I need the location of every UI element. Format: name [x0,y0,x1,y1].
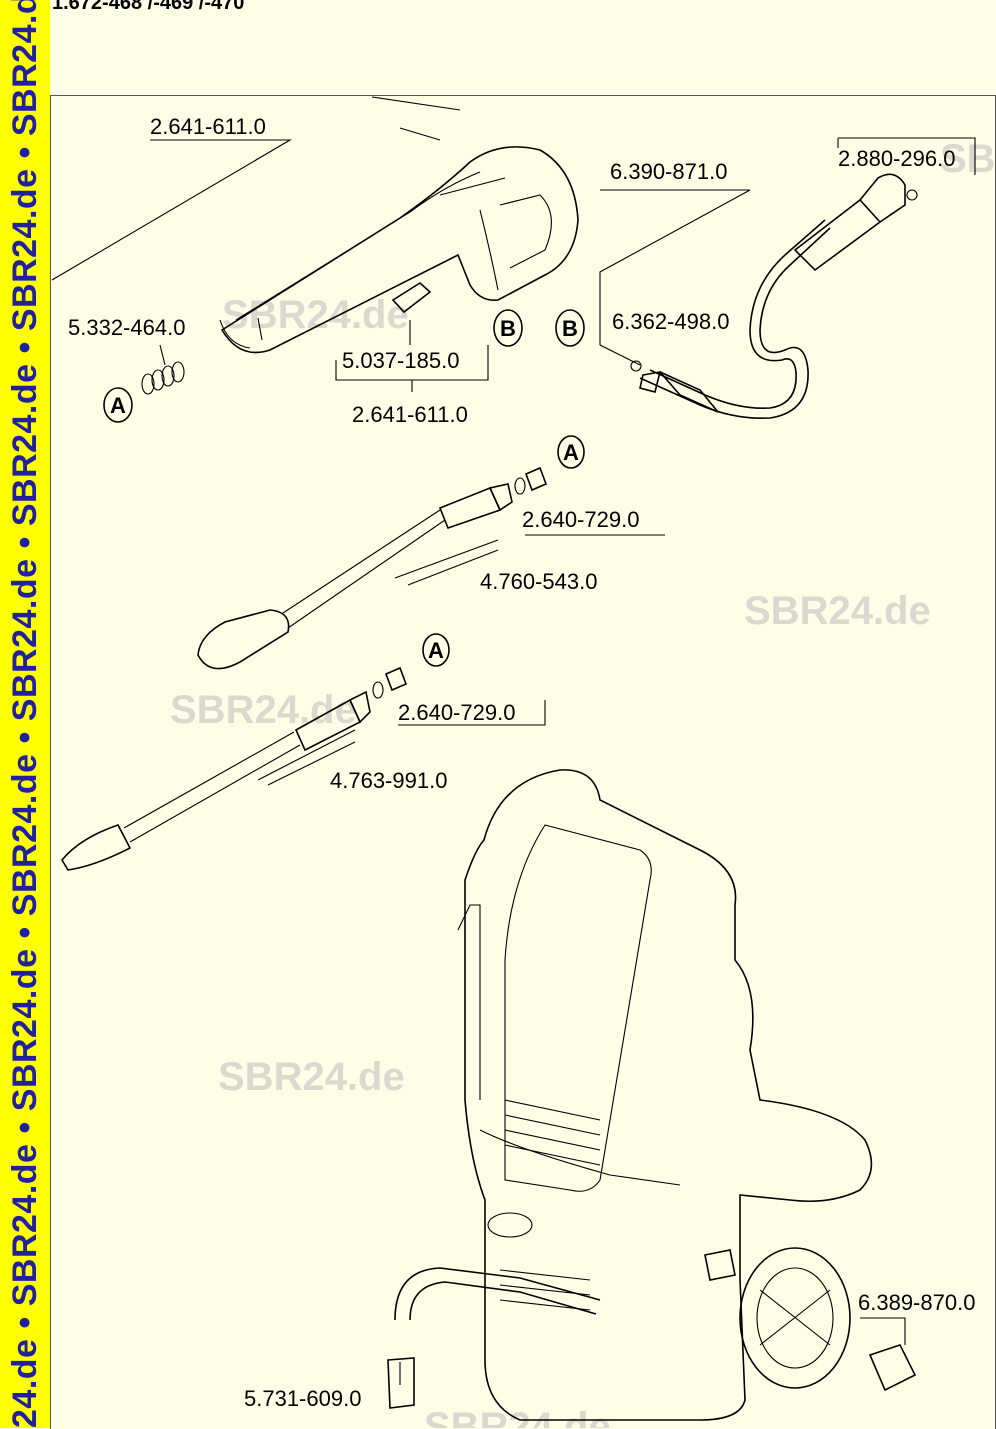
svg-text:A: A [110,393,126,418]
part-label-lance-2: 4.763-991.0 [330,768,447,793]
part-label-trigger-gun: 2.641-611.0 [150,114,266,139]
part-label-spring: 5.332-464.0 [68,315,185,340]
svg-text:A: A [428,638,444,663]
callout-b-hose: B [555,309,585,347]
part-label-clip: 5.037-185.0 [342,348,459,373]
part-label-lance-1: 4.760-543.0 [480,569,597,594]
part-label-hose: 6.390-871.0 [610,159,727,184]
part-label-hose-fitting: 2.880-296.0 [838,146,955,171]
part-label-water-connector: 6.389-870.0 [858,1290,975,1315]
side-watermark-banner: 24.de • SBR24.de • SBR24.de • SBR24.de •… [0,0,50,1428]
part-label-hose-connector: 6.362-498.0 [612,309,729,334]
lance-1-drawing [197,466,548,670]
leader-lines [51,96,976,1385]
pressure-washer-body-drawing [387,769,917,1421]
part-label-nozzle-set-1: 2.640-729.0 [522,507,639,532]
part-label-trigger-gun-assembly: 2.641-611.0 [352,402,468,427]
callout-b-gun: B [493,309,523,347]
svg-text:B: B [500,316,516,341]
part-label-filter: 5.731-609.0 [244,1386,361,1411]
trigger-gun-drawing [141,146,579,395]
callout-a-left: A [103,387,133,423]
callout-a-lance-2: A [422,633,450,667]
watermark: SBR24.de [744,589,931,633]
lance-2-drawing [61,666,408,871]
svg-text:A: A [563,440,579,465]
model-number-header: 1.672-468 /-469 /-470 [52,0,245,14]
watermark: SBR24.de [424,1405,611,1428]
hose-drawing [630,173,918,420]
part-label-nozzle-set-2: 2.640-729.0 [398,700,515,725]
callout-a-lance-1: A [557,435,585,469]
svg-text:B: B [562,316,578,341]
watermark: SBR24.de [218,1055,405,1099]
watermark: SBR24.de [222,293,409,337]
watermark: SBR24.de [170,688,357,732]
watermark: SBR24.de [940,137,996,181]
